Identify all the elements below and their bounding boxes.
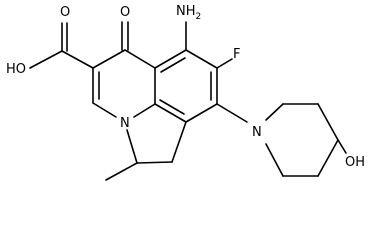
bond-c7-piperidine-n: [216, 103, 248, 123]
fluoro-label: F: [233, 47, 240, 62]
bond-c7a-ch2: [171, 121, 187, 163]
bond-n-c8a: [133, 103, 156, 118]
bond-c7a-c8a: [154, 103, 187, 123]
bond-c5-c6: [185, 49, 218, 69]
bond-c3-c4: [92, 49, 126, 69]
bond-pip-c4-c5: [317, 139, 339, 177]
bond-pip-c3-c4: [317, 103, 339, 141]
acid-hydroxyl-label: HO: [6, 62, 26, 77]
bond-c2-n: [92, 102, 117, 118]
bond-c4-c4a: [124, 49, 156, 69]
bond-c7-c7a: [185, 103, 218, 123]
hydroxyl-label: OH: [345, 155, 365, 170]
molecule-drawing: NH2 F O O HO N N OH: [6, 4, 365, 181]
piperidine-nitrogen-label: N: [252, 125, 262, 140]
ring-nitrogen-label: N: [120, 116, 130, 131]
carbonyl-oxygen-label: O: [120, 5, 130, 20]
bond-c4a-c5: [154, 49, 187, 69]
bond-pip-n-c2: [265, 103, 284, 121]
bond-chme-n: [126, 129, 138, 164]
bond-pip-c4-oh: [337, 139, 347, 154]
bond-chme-methyl: [105, 162, 138, 181]
amine-label: NH2: [176, 4, 201, 22]
bond-acid-c-oh: [29, 50, 63, 69]
bond-c7a-c8a-inner: [159, 99, 185, 115]
bond-c4a-c5-inner: [160, 57, 186, 73]
bond-ch2-chme: [136, 161, 173, 164]
acid-oxygen-label: O: [60, 5, 70, 20]
structure-svg: NH2 F O O HO N N OH: [6, 4, 365, 181]
bond-acid-c-ring: [61, 50, 94, 69]
bond-pip-c6-n: [265, 143, 284, 177]
bond-c6-f: [216, 58, 233, 69]
